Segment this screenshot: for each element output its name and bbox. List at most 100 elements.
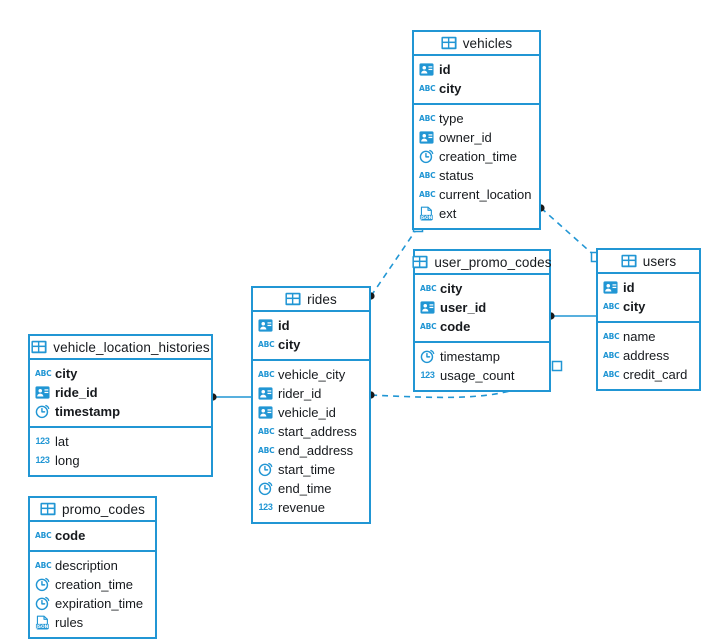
field-label: vehicle_id xyxy=(278,405,336,420)
table-grid-icon xyxy=(412,255,428,269)
table-title: users xyxy=(642,253,677,269)
table-header-rides[interactable]: rides xyxy=(253,288,369,312)
field-label: timestamp xyxy=(55,404,121,419)
field-row-id[interactable]: id xyxy=(414,60,539,79)
field-label: long xyxy=(55,453,80,468)
field-label: name xyxy=(623,329,656,344)
field-row-ride_id[interactable]: ride_id xyxy=(30,383,211,402)
abc-text-icon: ABC xyxy=(603,302,620,311)
table-title: rides xyxy=(307,291,337,307)
field-row-id[interactable]: id xyxy=(253,316,369,335)
field-row-owner_id[interactable]: owner_id xyxy=(414,128,539,147)
123-number-icon: 123 xyxy=(420,370,435,380)
table-grid-icon xyxy=(441,36,457,50)
table-title: promo_codes xyxy=(62,501,145,517)
field-label: rules xyxy=(55,615,84,630)
table-header-promo_codes[interactable]: promo_codes xyxy=(30,498,155,522)
field-row-usage_count[interactable]: 123 usage_count xyxy=(415,366,549,385)
field-row-user_id[interactable]: user_id xyxy=(415,298,549,317)
field-label: id xyxy=(623,280,635,295)
clock-icon xyxy=(258,481,273,496)
abc-text-icon: ABC xyxy=(35,561,52,570)
field-label: creation_time xyxy=(55,577,134,592)
table-header-vehicles[interactable]: vehicles xyxy=(414,32,539,56)
field-row-creation_time[interactable]: creation_time xyxy=(414,147,539,166)
table-grid-icon xyxy=(621,254,637,268)
field-label: ride_id xyxy=(55,385,98,400)
field-label: id xyxy=(439,62,451,77)
id-card-icon xyxy=(258,406,273,419)
id-card-icon xyxy=(420,301,435,314)
abc-text-icon: ABC xyxy=(419,114,436,123)
field-row-id[interactable]: id xyxy=(598,278,699,297)
field-row-start_time[interactable]: start_time xyxy=(253,460,369,479)
clock-icon xyxy=(419,149,434,164)
table-header-users[interactable]: users xyxy=(598,250,699,274)
id-card-icon xyxy=(258,387,273,400)
field-label: current_location xyxy=(439,187,532,202)
field-label: timestamp xyxy=(440,349,500,364)
abc-text-icon: ABC xyxy=(420,284,437,293)
field-row-long[interactable]: 123 long xyxy=(30,451,211,470)
abc-text-icon: ABC xyxy=(420,322,437,331)
table-header-user_promo_codes[interactable]: user_promo_codes xyxy=(412,251,551,275)
field-label: type xyxy=(439,111,464,126)
relationship-line-rides-to-vehicles xyxy=(370,226,419,297)
field-row-expiration_time[interactable]: expiration_time xyxy=(30,594,155,613)
field-label: rider_id xyxy=(278,386,322,401)
field-label: usage_count xyxy=(440,368,515,383)
table-grid-icon xyxy=(285,292,301,306)
clock-icon xyxy=(35,577,50,592)
field-row-timestamp[interactable]: timestamp xyxy=(30,402,211,421)
svg-text:JSON: JSON xyxy=(419,215,432,221)
id-card-icon xyxy=(603,281,618,294)
column-section: timestamp 123 usage_count xyxy=(415,343,549,390)
abc-text-icon: ABC xyxy=(603,351,620,360)
123-number-icon: 123 xyxy=(35,455,50,465)
field-row-rider_id[interactable]: rider_id xyxy=(253,384,369,403)
table-grid-icon xyxy=(40,502,56,516)
table-title: vehicles xyxy=(462,35,513,51)
abc-text-icon: ABC xyxy=(258,370,275,379)
table-header-vehicle_location_histories[interactable]: vehicle_location_histories xyxy=(30,336,211,360)
field-row-end_time[interactable]: end_time xyxy=(253,479,369,498)
field-row-vehicle_id[interactable]: vehicle_id xyxy=(253,403,369,422)
abc-text-icon: ABC xyxy=(419,190,436,199)
field-label: lat xyxy=(55,434,69,449)
field-row-creation_time[interactable]: creation_time xyxy=(30,575,155,594)
abc-text-icon: ABC xyxy=(419,84,436,93)
field-row-timestamp[interactable]: timestamp xyxy=(415,347,549,366)
